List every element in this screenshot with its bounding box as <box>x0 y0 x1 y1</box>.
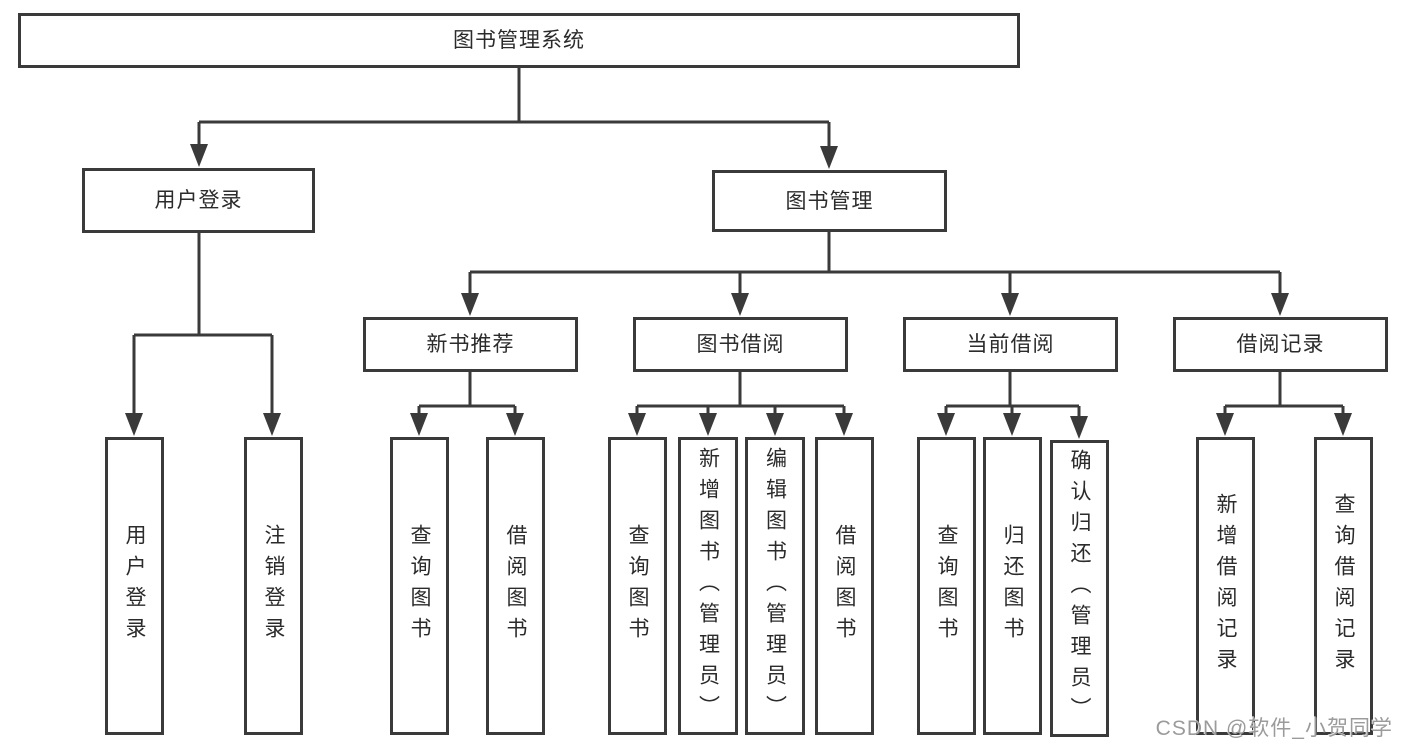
leaf-add-borrow-record: 新增借阅记录 <box>1196 437 1255 735</box>
leaf-add-borrow-record-label: 新增借阅记录 <box>1214 493 1237 679</box>
leaf-query-books-recommend: 查询图书 <box>390 437 449 735</box>
node-current-borrowing-label: 当前借阅 <box>966 333 1055 356</box>
leaf-query-books-borrowing-label: 查询图书 <box>626 524 649 648</box>
node-user-login: 用户登录 <box>82 168 315 233</box>
leaf-return-books: 归还图书 <box>983 437 1042 735</box>
leaf-edit-books-admin-label: 编辑图书（管理员） <box>763 446 787 726</box>
leaf-query-books-current-label: 查询图书 <box>935 524 958 648</box>
node-book-borrowing: 图书借阅 <box>633 317 848 372</box>
leaf-logout: 注销登录 <box>244 437 303 735</box>
node-book-management-label: 图书管理 <box>785 189 874 213</box>
leaf-logout-label: 注销登录 <box>262 524 285 648</box>
node-borrowing-records-label: 借阅记录 <box>1236 333 1325 356</box>
leaf-confirm-return-admin-label: 确认归还（管理员） <box>1068 449 1091 728</box>
leaf-user-login: 用户登录 <box>105 437 164 735</box>
node-book-management: 图书管理 <box>712 170 947 232</box>
leaf-borrow-books-recommend: 借阅图书 <box>486 437 545 735</box>
node-library-system: 图书管理系统 <box>18 13 1020 68</box>
node-current-borrowing: 当前借阅 <box>903 317 1118 372</box>
leaf-query-borrow-record: 查询借阅记录 <box>1314 437 1373 735</box>
leaf-query-books-current: 查询图书 <box>917 437 976 735</box>
leaf-borrow-books-recommend-label: 借阅图书 <box>504 524 527 648</box>
node-book-borrowing-label: 图书借阅 <box>696 333 785 356</box>
arrow-down-icons <box>125 144 1352 439</box>
leaf-add-books-admin: 新增图书（管理员） <box>678 437 738 735</box>
leaf-borrow-books-borrowing-label: 借阅图书 <box>833 524 856 648</box>
leaf-query-borrow-record-label: 查询借阅记录 <box>1332 493 1355 679</box>
leaf-query-books-borrowing: 查询图书 <box>608 437 667 735</box>
watermark-text: CSDN @软件_小贺同学 <box>1155 717 1393 740</box>
tree-edges <box>132 66 1345 433</box>
leaf-add-books-admin-label: 新增图书（管理员） <box>696 446 720 726</box>
leaf-edit-books-admin: 编辑图书（管理员） <box>745 437 805 735</box>
node-borrowing-records: 借阅记录 <box>1173 317 1388 372</box>
leaf-query-books-recommend-label: 查询图书 <box>408 524 431 648</box>
node-user-login-label: 用户登录 <box>154 189 243 212</box>
leaf-confirm-return-admin: 确认归还（管理员） <box>1050 440 1109 737</box>
node-new-book-recommend-label: 新书推荐 <box>426 333 515 356</box>
leaf-borrow-books-borrowing: 借阅图书 <box>815 437 874 735</box>
leaf-return-books-label: 归还图书 <box>1001 524 1024 648</box>
node-library-system-label: 图书管理系统 <box>453 29 585 52</box>
node-new-book-recommend: 新书推荐 <box>363 317 578 372</box>
leaf-user-login-label: 用户登录 <box>123 524 146 648</box>
